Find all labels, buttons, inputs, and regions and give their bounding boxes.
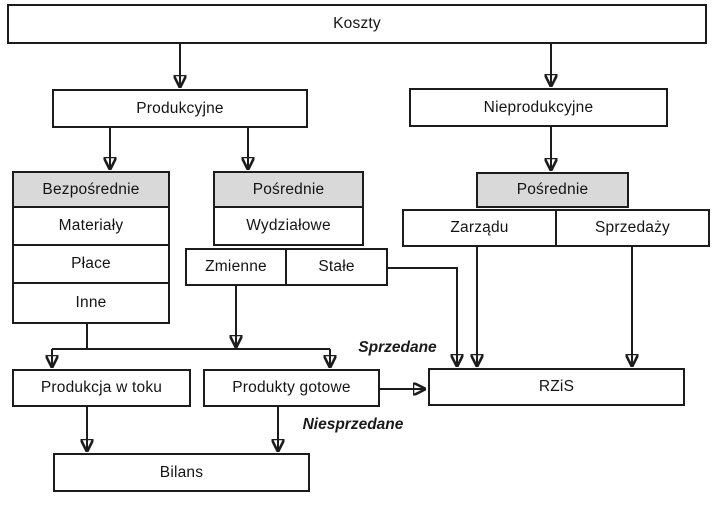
edge-label-niesprzedane: Niesprzedane xyxy=(302,416,404,433)
node-bezposrednie-header: Bezpośrednie xyxy=(12,171,170,208)
node-nieprodukcyjne: Nieprodukcyjne xyxy=(409,88,668,127)
node-produkcyjne: Produkcyjne xyxy=(52,89,308,128)
node-wydzialowe: Wydziałowe xyxy=(213,206,364,246)
node-stale: Stałe xyxy=(285,248,388,286)
node-produkty-gotowe: Produkty gotowe xyxy=(203,369,380,407)
node-produkcja-w-toku: Produkcja w toku xyxy=(12,369,191,407)
node-materialy: Materiały xyxy=(12,206,170,246)
node-posrednie-nieprodukcyjne-header: Pośrednie xyxy=(476,172,629,208)
node-rzis: RZiS xyxy=(428,368,685,406)
node-zarzadu: Zarządu xyxy=(402,209,557,247)
node-inne: Inne xyxy=(12,282,170,324)
node-bilans: Bilans xyxy=(53,453,310,492)
node-koszty: Koszty xyxy=(7,4,707,44)
edge-label-sprzedane: Sprzedane xyxy=(358,339,437,356)
node-sprzedazy: Sprzedaży xyxy=(555,209,710,247)
node-posrednie-produkcyjne-header: Pośrednie xyxy=(213,171,364,208)
node-zmienne: Zmienne xyxy=(185,248,287,286)
node-place: Płace xyxy=(12,244,170,284)
